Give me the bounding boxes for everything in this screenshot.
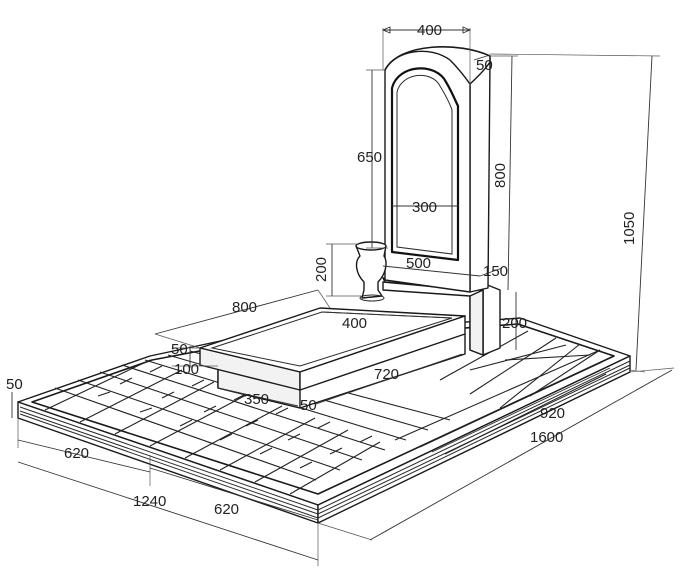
flowerbed (199, 307, 466, 409)
paving-platform (17, 317, 631, 524)
dim-platform-length: 1600 (530, 429, 563, 446)
dim-flowerbed-length: 720 (374, 366, 399, 383)
dimension-labels: 400 50 650 800 1050 300 200 500 150 200 … (6, 22, 638, 518)
stele (384, 46, 491, 293)
dim-flowerbed-base-step: 50 (300, 397, 317, 414)
vase-icon (355, 241, 387, 302)
dim-stele-inner-width: 300 (412, 199, 437, 216)
dim-flowerbed-inner: 400 (342, 315, 367, 332)
dim-stele-arch-height: 650 (357, 149, 382, 166)
dim-overall-height: 1050 (621, 212, 638, 245)
dim-platform-left-half: 620 (64, 445, 89, 462)
dim-stele-top-width: 400 (417, 22, 442, 39)
dim-platform-edge-height: 50 (6, 376, 23, 393)
dim-platform-side-part: 920 (540, 405, 565, 422)
dim-platform-right-half: 620 (214, 501, 239, 518)
dimension-lines (11, 26, 675, 566)
dim-flowerbed-step-height: 100 (174, 361, 199, 378)
dim-stand-thickness: 150 (483, 263, 508, 280)
dim-stele-side-height: 800 (492, 163, 509, 188)
dim-stand-width: 500 (406, 255, 431, 272)
dim-flowerbed-base-width: 350 (244, 391, 269, 408)
dim-vase-height: 200 (313, 257, 330, 282)
dim-platform-width: 1240 (133, 493, 166, 510)
dim-stele-thickness: 50 (476, 57, 493, 74)
dim-flowerbed-width: 800 (232, 299, 257, 316)
dim-flowerbed-top-height: 50 (171, 341, 188, 358)
dim-stand-height: 200 (502, 315, 527, 332)
